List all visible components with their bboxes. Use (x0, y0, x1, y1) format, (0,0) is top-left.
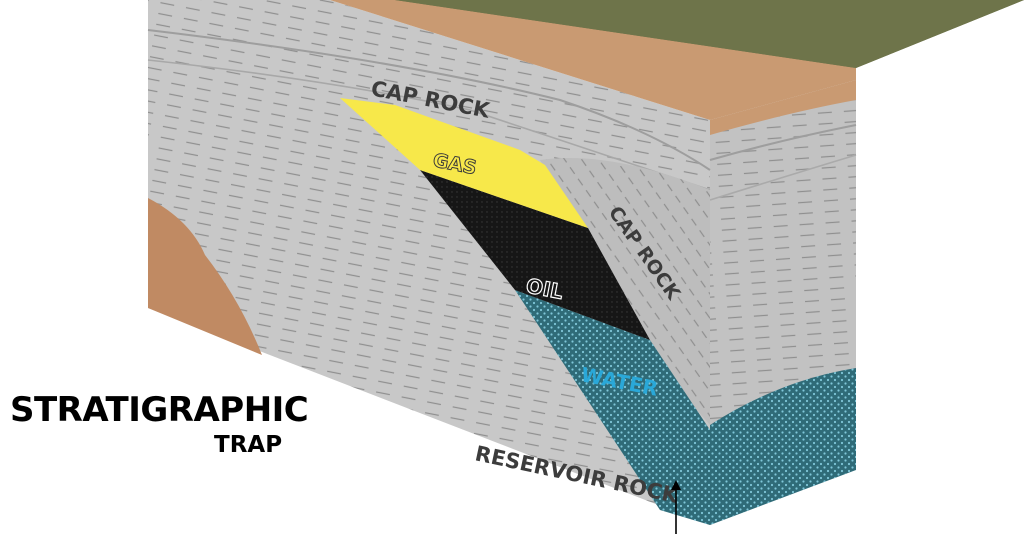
surface-layer-fill (395, 0, 1024, 68)
soil-layer-side (710, 80, 856, 135)
soil-layer-top (330, 0, 856, 120)
front-layer-line (147, 29, 711, 171)
diagram-title: STRATIGRAPHIC (10, 390, 309, 430)
water-side-layer-texture (710, 368, 856, 525)
soil-lower-left (148, 198, 262, 355)
front-layer-line (147, 59, 711, 191)
front-face-rock-texture (148, 0, 710, 525)
gas-zone (340, 98, 588, 228)
side-layer-line (709, 154, 857, 201)
side-layer-line (709, 124, 857, 161)
reservoir-pointer-arrow (671, 480, 681, 490)
water-zone-texture (515, 290, 710, 525)
diagram-subtitle: TRAP (214, 432, 283, 458)
oil-zone-texture (420, 170, 650, 340)
